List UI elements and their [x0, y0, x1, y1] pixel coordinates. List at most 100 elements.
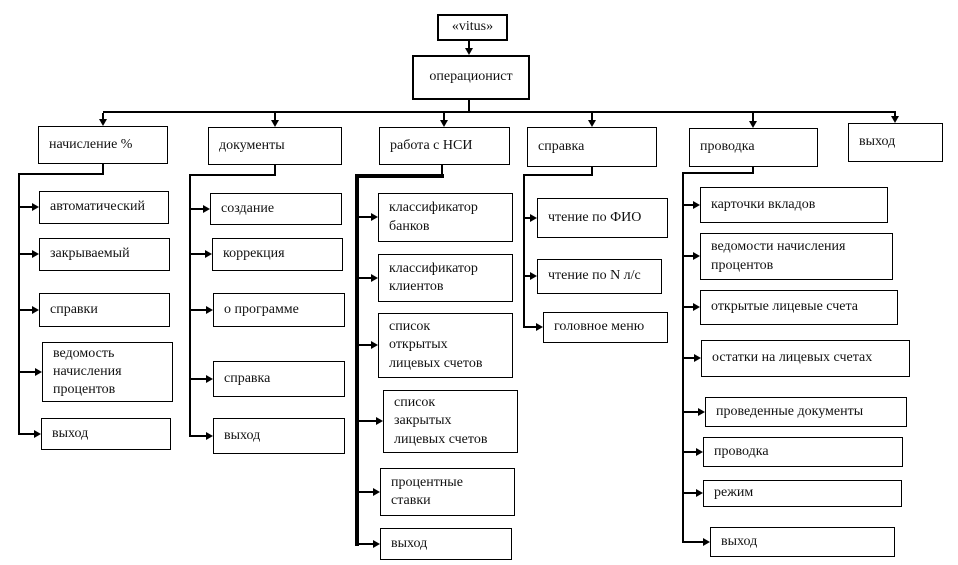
connector-line [752, 167, 754, 174]
node-col5-item-3: остатки на лицевых счетах [701, 340, 910, 377]
connector-line [523, 174, 593, 176]
connector-line [359, 420, 376, 422]
connector-line [191, 435, 206, 437]
connector-line [102, 113, 104, 119]
connector-line [20, 309, 32, 311]
connector-line [20, 371, 35, 373]
node-col5-item-5: проводка [703, 437, 903, 467]
connector-trunk [189, 174, 191, 437]
connector-trunk-bold [355, 174, 359, 546]
connector-line [191, 309, 206, 311]
connector-trunk [682, 172, 684, 543]
arrow-down-icon [749, 121, 757, 128]
arrow-down-icon [99, 119, 107, 126]
arrow-right-icon [703, 538, 710, 546]
connector-line [443, 113, 445, 120]
arrow-right-icon [693, 252, 700, 260]
connector-line [468, 40, 470, 49]
arrow-right-icon [530, 214, 537, 222]
connector-line [684, 541, 703, 543]
connector-line [359, 216, 371, 218]
arrow-right-icon [373, 540, 380, 548]
arrow-right-icon [693, 303, 700, 311]
node-col2-item-0: создание [210, 193, 342, 225]
arrow-right-icon [530, 272, 537, 280]
node-col1-item-0: автоматический [39, 191, 169, 224]
node-col1-item-1: закрываемый [39, 238, 170, 271]
connector-line [684, 357, 694, 359]
connector-line [752, 113, 754, 121]
node-branch-dokumenty: документы [208, 127, 342, 165]
connector-line [441, 165, 443, 176]
node-col1-item-2: справки [39, 293, 170, 327]
node-operator: операционист [412, 55, 530, 100]
node-col5-item-6: режим [703, 480, 902, 507]
connector-line [684, 255, 693, 257]
connector-line [894, 113, 896, 116]
connector-line [684, 411, 698, 413]
arrow-right-icon [203, 205, 210, 213]
arrow-right-icon [371, 213, 378, 221]
node-branch-nsi: работа с НСИ [379, 127, 510, 165]
node-col3-item-5: выход [380, 528, 512, 560]
node-col3-item-4: процентные ставки [380, 468, 515, 516]
arrow-right-icon [32, 306, 39, 314]
node-col1-item-4: выход [41, 418, 171, 450]
arrow-right-icon [536, 323, 543, 331]
node-col5-item-7: выход [710, 527, 895, 557]
connector-bus [103, 111, 896, 113]
node-col5-item-1: ведомости начисления процентов [700, 233, 893, 280]
connector-trunk [523, 174, 525, 328]
arrow-right-icon [373, 488, 380, 496]
connector-line [359, 344, 371, 346]
connector-line [525, 275, 530, 277]
node-col3-item-2: список открытых лицевых счетов [378, 313, 513, 378]
node-col4-item-2: головное меню [543, 312, 668, 343]
arrow-right-icon [206, 432, 213, 440]
node-branch-vyhod: выход [848, 123, 943, 162]
connector-line [189, 174, 276, 176]
node-branch-provodka: проводка [689, 128, 818, 167]
arrow-right-icon [32, 203, 39, 211]
arrow-right-icon [34, 430, 41, 438]
connector-line [102, 164, 104, 175]
arrow-right-icon [206, 375, 213, 383]
arrow-right-icon [376, 417, 383, 425]
node-branch-nachislenie: начисление % [38, 126, 168, 164]
node-branch-spravka: справка [527, 127, 657, 167]
arrow-right-icon [205, 250, 212, 258]
arrow-right-icon [696, 448, 703, 456]
node-col4-item-0: чтение по ФИО [537, 198, 668, 238]
arrow-right-icon [371, 341, 378, 349]
connector-line-bold [355, 174, 444, 178]
connector-line [274, 113, 276, 120]
connector-line [682, 172, 754, 174]
connector-line [684, 451, 696, 453]
arrow-down-icon [440, 120, 448, 127]
node-col5-item-0: карточки вкладов [700, 187, 888, 223]
arrow-down-icon [588, 120, 596, 127]
connector-trunk [18, 173, 20, 435]
connector-line [468, 100, 470, 111]
connector-line [191, 378, 206, 380]
arrow-right-icon [693, 201, 700, 209]
connector-line [191, 208, 203, 210]
connector-line [20, 253, 32, 255]
connector-line [525, 326, 536, 328]
node-root-vitus: «vitus» [437, 14, 508, 41]
arrow-right-icon [206, 306, 213, 314]
arrow-right-icon [35, 368, 42, 376]
connector-line [191, 253, 205, 255]
node-col3-item-1: классификатор клиентов [378, 254, 513, 302]
connector-line [274, 165, 276, 176]
connector-line [359, 543, 373, 545]
node-col3-item-3: список закрытых лицевых счетов [383, 390, 518, 453]
connector-line [684, 204, 693, 206]
node-col4-item-1: чтение по N л/с [537, 259, 662, 294]
connector-line [684, 492, 696, 494]
connector-line [18, 173, 104, 175]
node-col2-item-2: о программе [213, 293, 345, 327]
connector-line [359, 277, 371, 279]
arrow-right-icon [694, 354, 701, 362]
